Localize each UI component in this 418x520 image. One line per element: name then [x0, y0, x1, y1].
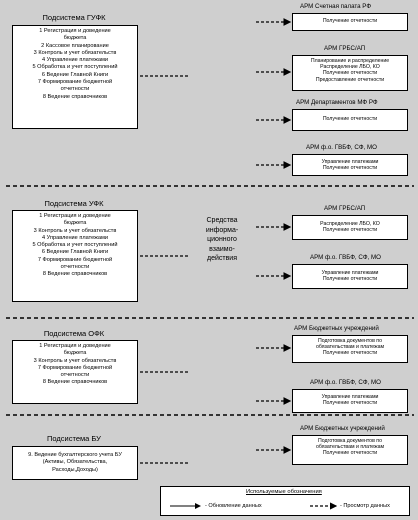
arm-line: Получение отчетности [322, 165, 378, 172]
subsystem-item: 3 Контроль и учет обязательств [33, 49, 117, 56]
arm-line: Управление платежами [321, 394, 379, 400]
arm-box: Получение отчетности [292, 109, 408, 131]
subsystem-item: 7 Формирование бюджетной [37, 79, 113, 86]
subsystem-box: 1 Регистрация и доведение бюджета 3 Конт… [12, 210, 138, 302]
subsystem-item: 3 Контроль и учет обязательств [33, 227, 117, 234]
arm-line: Распределение ЛБО, КО [320, 64, 380, 71]
subsystem-item: 8 Ведение справочников [42, 93, 108, 100]
subsystem-box: 9. Ведение бухгалтерского учета БУ (Акти… [12, 446, 138, 480]
legend-symbols [170, 502, 338, 510]
subsystem-item: отчетности [60, 264, 90, 271]
center-line: действия [206, 255, 238, 262]
arm-line: Получение отчетности [322, 116, 378, 122]
subsystem-item: бюджета [63, 220, 87, 227]
subsystem-item: 2 Кассовое планирование [41, 42, 109, 49]
subsystem-item: 9. Ведение бухгалтерского учета БУ [28, 452, 122, 458]
legend-box [160, 486, 410, 516]
arm-title: АРМ Департаментов МФ РФ [296, 99, 378, 106]
arm-line: Получение отчетности [322, 70, 378, 77]
arm-line: Получение отчетности [322, 450, 378, 457]
subsystem-item: бюджета [63, 35, 87, 42]
arm-line: Получение отчетности [322, 400, 378, 407]
subsystem-item: 4 Управление платежами [42, 57, 108, 64]
arm-line: Подготовка документов по [318, 338, 382, 344]
subsystem-title: Подсистема ГУФК [42, 13, 106, 22]
arm-box: Управление платежами Получение отчетност… [292, 154, 408, 176]
legend-update-label: - Обновление данных [205, 503, 262, 509]
center-line: ционного [207, 236, 237, 243]
subsystem-item: бюджета [63, 350, 87, 357]
arm-title: АРМ ГРБС/АП [324, 45, 366, 52]
arm-box: Получение отчетности [292, 13, 408, 31]
subsystem-box: 1 Регистрация и доведение бюджета 2 Касс… [12, 25, 138, 129]
subsystem-item: отчетности [60, 372, 90, 379]
subsystem-box: 1 Регистрация и доведение бюджета 3 Конт… [12, 340, 138, 404]
subsystem-item: 8 Ведение справочников [42, 379, 108, 386]
center-line: информа- [205, 226, 239, 234]
subsystem-item: 3 Контроль и учет обязательств [33, 357, 117, 364]
subsystem-title: Подсистема ОФК [43, 329, 105, 338]
arm-line: Получение отчетности [322, 276, 378, 283]
center-line: взаимо- [209, 245, 235, 253]
arm-box: Управление платежами Получение отчетност… [292, 389, 408, 413]
arm-line: Предоставление отчетности [315, 76, 385, 83]
interaction-means-label: Средства информа- ционного взаимо- дейст… [206, 216, 238, 264]
arm-line: Получение отчетности [322, 350, 378, 357]
legend-title: Используемые обозначения [246, 489, 322, 495]
arm-line: Управление платежами [321, 159, 379, 165]
arm-line: Распределение ЛБО, КО [320, 221, 380, 227]
arm-line: Планирование и распределение [310, 58, 390, 64]
arm-title: АРМ ф.о. ГВБФ, СФ, МО [310, 254, 381, 261]
subsystem-item: 7 Формирование бюджетной [37, 256, 113, 263]
subsystem-item: 1 Регистрация и доведение [39, 343, 111, 349]
subsystem-item: отчетности [60, 86, 90, 93]
subsystem-item: 6 Ведение Главной Книги [41, 249, 109, 256]
arm-box: Управление платежами Получение отчетност… [292, 264, 408, 289]
subsystem-item: 8 Ведение справочников [42, 271, 108, 278]
subsystem-item: 5 Обработка и учет поступлений [32, 242, 118, 249]
subsystem-item: 1 Регистрация и доведение [39, 28, 111, 34]
subsystem-item: 5 Обработка и учет поступлений [32, 64, 118, 71]
arm-title: АРМ ф.о. ГВБФ, СФ, МО [310, 379, 381, 386]
arm-title: АРМ Бюджетных учреждений [294, 325, 379, 332]
arm-title: АРМ ГРБС/АП [324, 205, 366, 212]
arm-line: Получение отчетности [322, 227, 378, 234]
arm-line: обязательствам и платежам [315, 344, 385, 351]
arm-line: Управление платежами [321, 270, 379, 276]
arm-title: АРМ Бюджетных учреждений [300, 425, 385, 432]
subsystem-item: 6 Ведение Главной Книги [41, 71, 109, 78]
arm-box: Распределение ЛБО, КО Получение отчетнос… [292, 215, 408, 240]
arm-line: Получение отчетности [322, 18, 378, 24]
subsystem-title: Подсистема УФК [44, 199, 104, 208]
arm-box: Подготовка документов по обязательствам … [292, 435, 408, 465]
subsystem-item: 7 Формирование бюджетной [37, 364, 113, 371]
arm-line: обязательствам и платежам [315, 444, 385, 451]
arm-box: Подготовка документов по обязательствам … [292, 335, 408, 363]
subsystem-item: 4 Управление платежами [42, 234, 108, 241]
subsystem-item: 1 Регистрация и доведение [39, 213, 111, 219]
arm-line: Подготовка документов по [318, 438, 382, 444]
center-line: Средства [206, 217, 238, 224]
arm-title: АРМ ф.о. ГВБФ, СФ, МО [306, 144, 377, 151]
subsystem-title: Подсистема БУ [47, 434, 101, 443]
subsystem-item: Расходы,Доходы) [52, 466, 98, 473]
arm-box: Планирование и распределение Распределен… [292, 55, 408, 91]
arm-title: АРМ Счетная палата РФ [300, 3, 372, 10]
subsystem-item: (Активы, Обязательства, [42, 459, 108, 466]
legend-view-label: - Просмотр данных [340, 503, 390, 509]
